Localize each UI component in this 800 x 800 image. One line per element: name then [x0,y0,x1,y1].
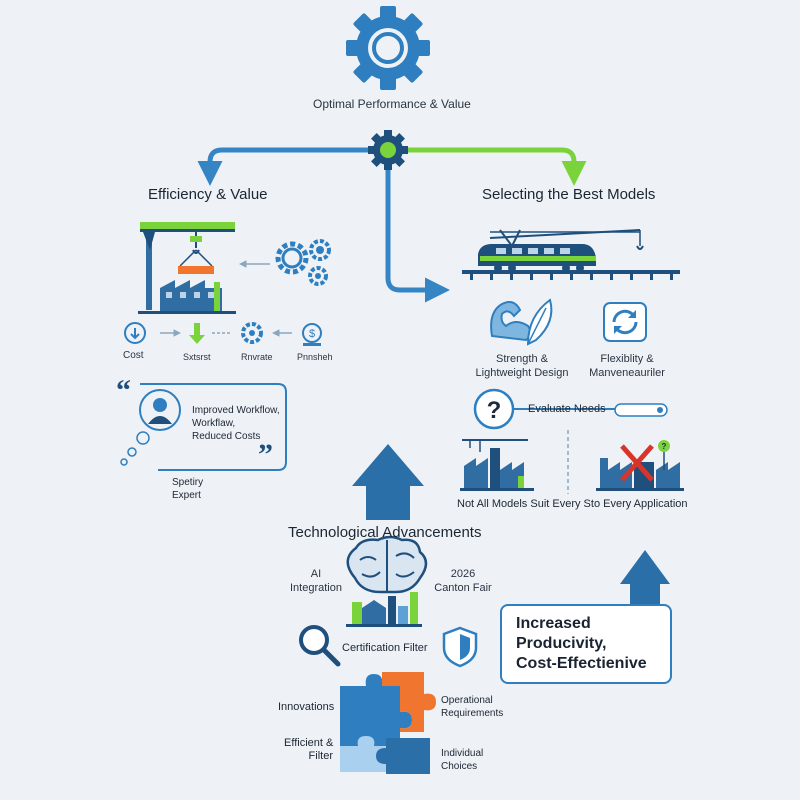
feature-strength-line-1: Strength & [496,353,548,365]
fair-line-2: Canton Fair [434,582,492,594]
city-icon [346,592,422,627]
gear-icon [346,6,430,90]
puzzle-icon [340,672,436,774]
feature-strength: Strength & Lightweight Design [472,352,572,380]
quote-line-1: Improved Workflow, [192,405,280,416]
question-icon: ? [473,388,515,430]
branch-line-down [385,150,450,303]
branch-line-left [197,147,388,186]
productivity-text: Increased Producivity, Cost-Effectienive [516,614,647,674]
muscle-icon [490,301,532,342]
cert-label: Certification Filter [342,642,428,654]
bottom-title: Technological Advancements [288,524,482,541]
small-gear-icon [368,130,408,170]
green-arrow-icon [189,323,205,344]
individual-line-2: Choices [441,761,478,772]
brain-icon [346,535,428,594]
down-arrow-icon [124,322,146,344]
svg-text:?: ? [662,442,667,451]
productivity-card: Increased Producivity, Cost-Effectienive [500,604,672,684]
train-icon [462,229,680,280]
icon-label-3: Rnvrate [241,352,273,362]
quote-line-2: Workflaw, [192,418,236,429]
ai-line-1: AI [310,568,322,580]
gears-cluster-icon [275,239,331,286]
puzzle-efficient: Efficient & Filter [284,737,333,763]
quote-bubble: “ ” [116,374,287,471]
operational-line-1: Operational [441,695,493,706]
up-arrow-icon [352,444,424,520]
ai-line-2: Integration [290,582,342,594]
feature-flex-line-1: Flexiblity & [600,353,654,365]
top-label: Optimal Performance & Value [313,97,471,111]
fair-line-1: 2026 [450,568,476,580]
shield-icon [442,626,478,668]
factory-left-icon [460,439,534,491]
quote-text: Improved Workflow, Workflaw, Reduced Cos… [192,404,280,443]
right-title: Selecting the Best Models [482,186,656,203]
productivity-line-2: Producivity, [516,635,607,652]
feature-strength-line-2: Lightweight Design [475,367,569,379]
puzzle-operational: Operational Requirements [441,694,503,720]
efficient-line-1: Efficient & [284,737,334,749]
crane-icon [140,222,235,310]
operational-line-2: Requirements [441,708,504,719]
svg-text:”: ” [258,438,273,471]
refresh-icon [603,302,647,342]
feather-icon [526,298,553,346]
branch-line-right [388,147,587,186]
icon-label-cost: Cost [123,350,144,361]
productivity-line-3: Cost-Effectienive [516,655,647,672]
individual-line-1: Individual [441,748,484,759]
efficient-line-2: Filter [308,750,333,762]
puzzle-innovations: Innovations [278,701,335,713]
feature-flexibility: Flexiblity & Manveneauriler [583,352,671,380]
icon-label-4: Pnnsheh [297,352,333,362]
quote-author: Spetiry Expert [172,476,203,502]
evaluate-label: Evaluate Needs [528,403,606,415]
right-caption: Not All Models Suit Every Sto Every Appl… [457,498,688,510]
factory-icon [138,280,236,314]
feature-flex-line-2: Manveneauriler [589,367,665,379]
ai-label: AI Integration [286,567,346,595]
productivity-line-1: Increased [516,615,591,632]
icon-label-2: Sxtsrst [183,352,211,362]
dollar-icon: $ [302,323,322,346]
factory-right-icon: ? [596,440,684,491]
svg-text:“: “ [116,374,131,407]
author-line-2: Expert [172,490,201,501]
gear-small-icon [241,322,263,344]
up-arrow-right-icon [620,550,670,612]
left-title: Efficiency & Value [148,186,268,203]
person-icon [139,389,181,431]
fair-label: 2026 Canton Fair [428,567,498,595]
magnifier-icon [299,625,341,667]
svg-text:$: $ [309,328,315,340]
quote-line-3: Reduced Costs [192,431,261,442]
author-line-1: Spetiry [172,477,204,488]
svg-text:?: ? [487,397,502,424]
puzzle-individual: Individual Choices [441,747,483,773]
